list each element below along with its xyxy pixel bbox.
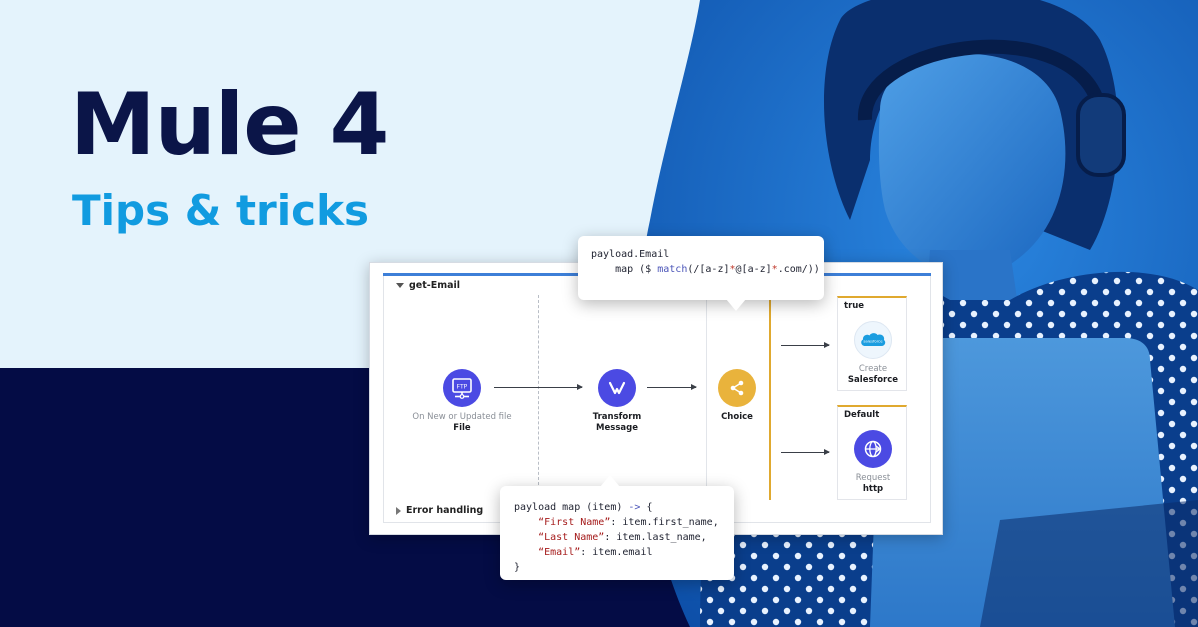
node-subtitle: Request bbox=[855, 473, 891, 483]
code-line: “Email”: item.email bbox=[514, 547, 653, 558]
node-title-line2: Message bbox=[596, 422, 638, 433]
collapse-caret-icon[interactable] bbox=[396, 283, 404, 288]
code-string: “First Name” bbox=[538, 517, 611, 528]
code-token: { bbox=[640, 502, 653, 513]
route-default[interactable]: Default Request http bbox=[837, 405, 907, 500]
node-subtitle: Create bbox=[858, 364, 888, 374]
code-operator: -> bbox=[628, 502, 641, 513]
code-line: } bbox=[514, 562, 521, 573]
transform-icon bbox=[598, 369, 636, 407]
ftp-icon: FTP bbox=[443, 369, 481, 407]
error-handling-label: Error handling bbox=[406, 505, 484, 516]
page-subtitle: Tips & tricks bbox=[72, 186, 369, 235]
flow-arrow bbox=[647, 384, 697, 390]
node-title: http bbox=[862, 483, 884, 494]
node-title: Choice bbox=[721, 412, 753, 422]
code-token: (/[a-z] bbox=[687, 264, 730, 275]
ftp-badge-text: FTP bbox=[457, 384, 468, 391]
expand-caret-icon[interactable] bbox=[396, 506, 401, 515]
code-token: * bbox=[771, 264, 778, 275]
node-title: File bbox=[453, 422, 471, 433]
node-subtitle: On New or Updated file bbox=[412, 412, 512, 422]
code-line: map ($ match(/[a-z]*@[a-z]*.com/)) bbox=[591, 264, 820, 275]
choice-icon bbox=[718, 369, 756, 407]
code-tooltip-map: payload map (item) -> { “First Name”: it… bbox=[500, 475, 734, 580]
choice-node[interactable]: Choice bbox=[667, 369, 807, 423]
salesforce-node[interactable]: salesforce Create Salesforce bbox=[803, 321, 943, 385]
file-listener-node[interactable]: FTP On New or Updated file File bbox=[392, 369, 532, 433]
globe-icon bbox=[854, 430, 892, 468]
code-token: .com/)) bbox=[777, 264, 820, 275]
error-handling-header[interactable]: Error handling bbox=[396, 505, 483, 516]
flow-header[interactable]: get-Email bbox=[396, 280, 460, 291]
source-divider bbox=[538, 295, 539, 485]
code-string: “Last Name” bbox=[538, 532, 605, 543]
code-line: payload map (item) -> { bbox=[514, 502, 652, 513]
code-token: @[a-z] bbox=[735, 264, 772, 275]
route-label: true bbox=[844, 301, 865, 311]
page-title: Mule 4 bbox=[70, 75, 389, 175]
transform-message-node[interactable]: Transform Message bbox=[547, 369, 687, 433]
code-line: “First Name”: item.first_name, bbox=[514, 517, 719, 528]
salesforce-logo-text: salesforce bbox=[863, 339, 883, 344]
code-token: : item.email bbox=[580, 547, 653, 558]
node-title: Salesforce bbox=[847, 374, 899, 385]
code-line: payload.Email bbox=[591, 249, 670, 260]
http-request-node[interactable]: Request http bbox=[803, 430, 943, 494]
code-line: “Last Name”: item.last_name, bbox=[514, 532, 707, 543]
choice-divider bbox=[706, 295, 707, 510]
flow-name: get-Email bbox=[409, 280, 461, 291]
route-arrow bbox=[781, 449, 830, 455]
code-token: * bbox=[729, 264, 736, 275]
code-token: map ($ bbox=[591, 264, 658, 275]
route-true[interactable]: true salesforce Create Salesforce bbox=[837, 296, 907, 391]
code-token: payload map (item) bbox=[514, 502, 629, 513]
flow-arrow bbox=[494, 384, 583, 390]
choice-scope-line bbox=[769, 297, 771, 500]
code-token: : item.last_name, bbox=[604, 532, 707, 543]
code-string: “Email” bbox=[538, 547, 581, 558]
node-title-line1: Transform bbox=[592, 412, 642, 422]
code-function: match bbox=[657, 264, 688, 275]
code-tooltip-email: payload.Email map ($ match(/[a-z]*@[a-z]… bbox=[578, 236, 824, 311]
salesforce-icon: salesforce bbox=[854, 321, 892, 359]
route-label: Default bbox=[844, 410, 880, 420]
route-arrow bbox=[781, 342, 830, 348]
code-token: : item.first_name, bbox=[610, 517, 719, 528]
